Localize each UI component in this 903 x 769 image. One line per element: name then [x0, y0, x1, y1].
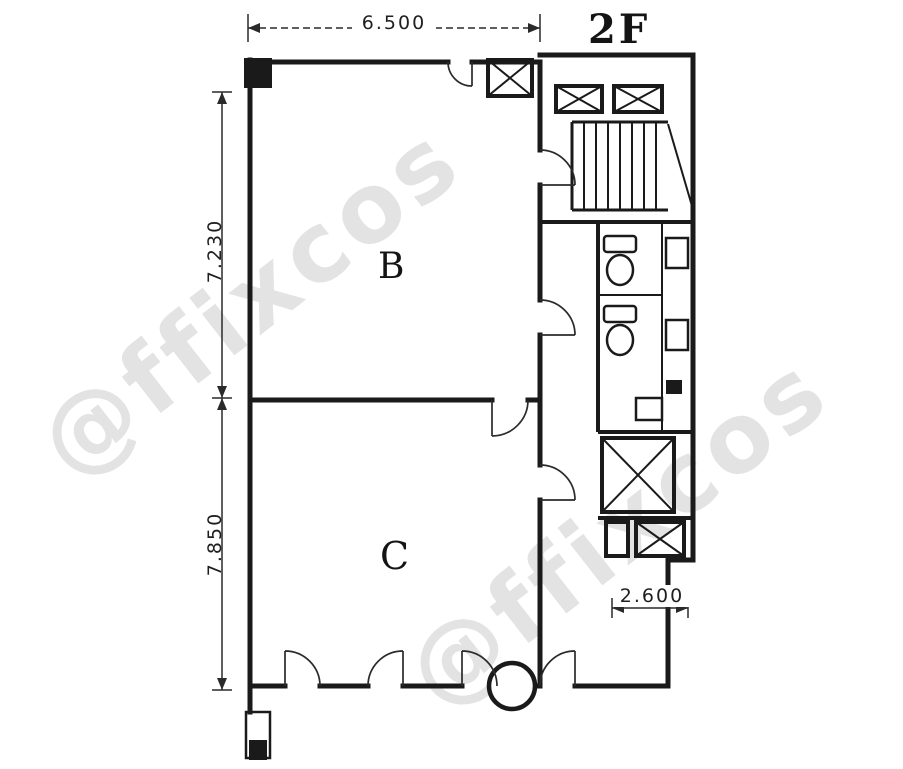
- room-label-c: C: [380, 534, 410, 578]
- round-column: [486, 660, 538, 712]
- shaft-cross: [635, 521, 685, 557]
- toilet-bowl: [605, 323, 635, 357]
- entry-stub: [244, 710, 272, 760]
- dimension-top-width: 6.500: [352, 12, 436, 34]
- toilet-tank: [602, 304, 638, 324]
- floor-title: 2F: [588, 6, 651, 53]
- elevator-shaft: [600, 436, 676, 514]
- wc-partitions: [598, 222, 663, 432]
- vent-cross: [555, 85, 603, 113]
- detail-lines: [487, 59, 693, 557]
- wc-fixtures: [602, 234, 690, 422]
- vent-cross: [613, 85, 663, 113]
- door-swings: [284, 61, 576, 687]
- wash-basin: [634, 396, 664, 422]
- dimension-left-lower: 7.850: [204, 511, 226, 577]
- elevator-cross: [601, 437, 675, 513]
- solid-columns: [244, 58, 682, 760]
- dimension-left-upper: 7.230: [204, 218, 226, 284]
- staircase: [570, 120, 693, 212]
- room-label-b: B: [378, 246, 405, 287]
- duct-cross: [487, 59, 533, 97]
- outer-walls: [247, 52, 696, 715]
- toilet-tank: [602, 234, 638, 254]
- toilet-bowl: [605, 253, 635, 287]
- core-walls: [486, 58, 693, 558]
- dimension-bottom-right: 2.600: [614, 585, 690, 607]
